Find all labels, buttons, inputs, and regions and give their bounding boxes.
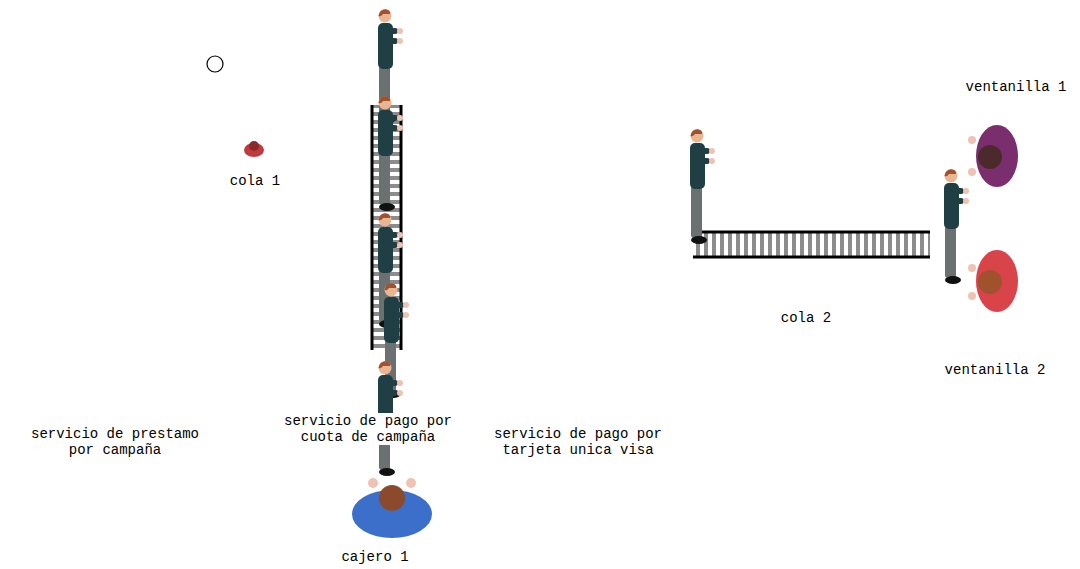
customer-figure	[690, 129, 715, 244]
customer-figure	[944, 169, 969, 284]
server-figure	[968, 125, 1018, 187]
service-label: servicio de pago por tarjeta unica visa	[486, 426, 670, 458]
cashier-label: cajero 1	[339, 549, 410, 565]
entry-marker	[207, 56, 223, 72]
queue-label: cola 2	[779, 310, 833, 326]
server-label: ventanilla 1	[964, 79, 1069, 95]
queue-conveyor	[693, 232, 930, 257]
service-label: servicio de prestamo por campaña	[23, 426, 207, 458]
cashier-figure	[352, 478, 432, 538]
entity-icon	[244, 141, 264, 157]
server-figure	[968, 250, 1018, 312]
customer-figure	[378, 96, 403, 211]
queue-label: cola 1	[228, 173, 282, 189]
service-label: servicio de pago por cuota de campaña	[276, 413, 460, 445]
server-label: ventanilla 2	[943, 362, 1048, 378]
